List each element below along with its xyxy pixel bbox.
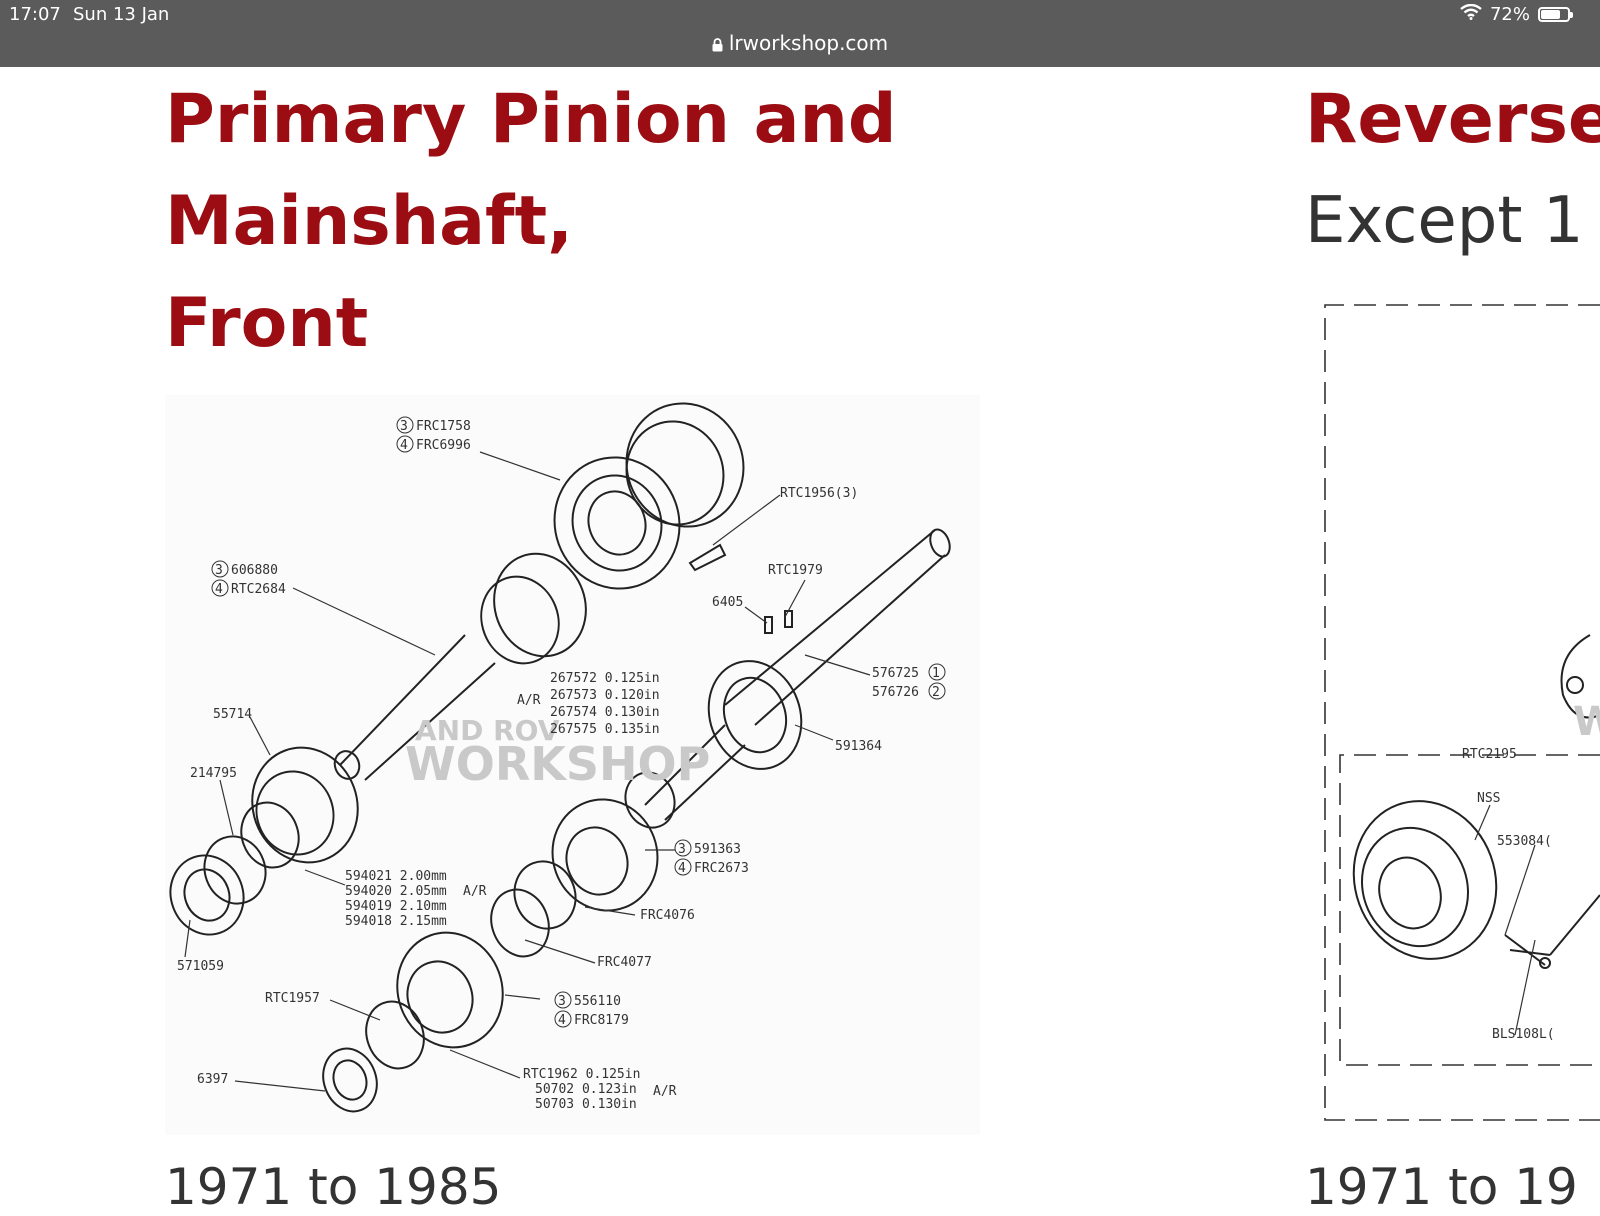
marker-4: 4 — [400, 438, 408, 453]
part-label: 594018 2.15mm — [345, 914, 447, 929]
part-label: RTC1979 — [768, 563, 823, 578]
watermark-line1: AND ROV — [415, 714, 560, 747]
part-label: RTC2684 — [231, 582, 286, 597]
part-label: 591364 — [835, 739, 882, 754]
part-labels: FRC1758 FRC6996 RTC1956(3) 606880 RTC268… — [177, 419, 919, 1112]
status-date: Sun 13 Jan — [73, 4, 170, 25]
part-label: 606880 — [231, 563, 278, 578]
dashed-frames — [1324, 304, 1600, 1121]
part-label: 594021 2.00mm — [345, 869, 447, 884]
right-title: Reverse — [1305, 80, 1600, 159]
right-caption-year: 1971 to 19 — [1305, 1158, 1578, 1216]
part-label: 594020 2.05mm — [345, 884, 447, 899]
address-bar[interactable]: lrworkshop.com — [0, 31, 1600, 57]
left-caption-year: 1971 to 1985 — [165, 1158, 502, 1216]
part-label: FRC8179 — [574, 1013, 629, 1028]
marker-4b: 4 — [215, 582, 223, 597]
part-label: 50703 0.130in — [535, 1097, 637, 1112]
reverse-leaders — [1474, 804, 1536, 1036]
marker-1: 1 — [932, 666, 940, 681]
reverse-label: 553084( — [1497, 834, 1552, 849]
marker-3b: 3 — [215, 563, 223, 578]
parts-diagram-primary-pinion: AND ROV WORKSHOP 3 4 3 4 1 2 3 4 3 4 FRC… — [165, 395, 980, 1135]
part-label: FRC6996 — [416, 438, 471, 453]
browser-top-bar: 17:07 Sun 13 Jan 72% lrworkshop.com — [0, 0, 1600, 67]
status-time: 17:07 — [9, 4, 61, 25]
part-label: FRC4077 — [597, 955, 652, 970]
part-label: FRC4076 — [640, 908, 695, 923]
right-section: Reverse Except 1 — [1305, 67, 1600, 271]
diagram-parts — [169, 402, 951, 1113]
reverse-label: BLS108L( — [1492, 1027, 1555, 1042]
part-label: 594019 2.10mm — [345, 899, 447, 914]
part-label: A/R — [463, 884, 487, 899]
part-label: 267575 0.135in — [550, 722, 660, 737]
reverse-label: NSS — [1477, 791, 1500, 806]
part-label: A/R — [517, 693, 541, 708]
marker-3: 3 — [400, 419, 408, 434]
part-label: RTC1956(3) — [780, 486, 858, 501]
watermark-line2: WORKSHOP — [405, 737, 710, 791]
reverse-watermark: W — [1573, 699, 1600, 745]
left-title-line1: Primary Pinion and Mainshaft, — [165, 80, 897, 261]
marker-3c: 3 — [678, 842, 686, 857]
part-label: 55714 — [213, 707, 252, 722]
reverse-label: RTC2195 — [1462, 747, 1517, 762]
right-subtitle: Except 1 — [1305, 184, 1584, 258]
part-label: 267573 0.120in — [550, 688, 660, 703]
part-label: RTC1962 0.125in — [523, 1067, 640, 1082]
parts-diagram-reverse: RTC2195 NSS 553084( BLS108L( W — [1305, 295, 1600, 1140]
marker-4c: 4 — [678, 861, 686, 876]
reverse-exploded-view: RTC2195 NSS 553084( BLS108L( W — [1324, 304, 1600, 1121]
part-label: 576726 — [872, 685, 919, 700]
part-label: RTC1957 — [265, 991, 320, 1006]
marker-4d: 4 — [558, 1013, 566, 1028]
part-label: 214795 — [190, 766, 237, 781]
part-label: 571059 — [177, 959, 224, 974]
part-label: 6397 — [197, 1072, 228, 1087]
circled-markers: 3 4 3 4 1 2 3 4 3 4 — [211, 416, 946, 1028]
part-label: 576725 — [872, 666, 919, 681]
left-title-line2: Front — [165, 284, 369, 363]
battery-icon — [1538, 7, 1573, 22]
part-label: 591363 — [694, 842, 741, 857]
lock-icon — [712, 33, 723, 57]
exploded-view-drawing: AND ROV WORKSHOP 3 4 3 4 1 2 3 4 3 4 FRC… — [169, 402, 951, 1113]
url-text: lrworkshop.com — [728, 31, 889, 55]
part-label: A/R — [653, 1084, 677, 1099]
marker-2: 2 — [932, 685, 940, 700]
part-label: 267572 0.125in — [550, 671, 660, 686]
battery-percent: 72% — [1489, 4, 1530, 25]
leader-lines — [184, 451, 871, 1092]
part-label: 6405 — [712, 595, 743, 610]
reverse-parts — [1352, 634, 1600, 969]
part-label: FRC2673 — [694, 861, 749, 876]
part-label: 267574 0.130in — [550, 705, 660, 720]
marker-3d: 3 — [558, 994, 566, 1009]
wifi-icon — [1460, 3, 1482, 25]
part-label: FRC1758 — [416, 419, 471, 434]
status-right: 72% — [1460, 3, 1573, 25]
part-label: 50702 0.123in — [535, 1082, 637, 1097]
part-label: 556110 — [574, 994, 621, 1009]
